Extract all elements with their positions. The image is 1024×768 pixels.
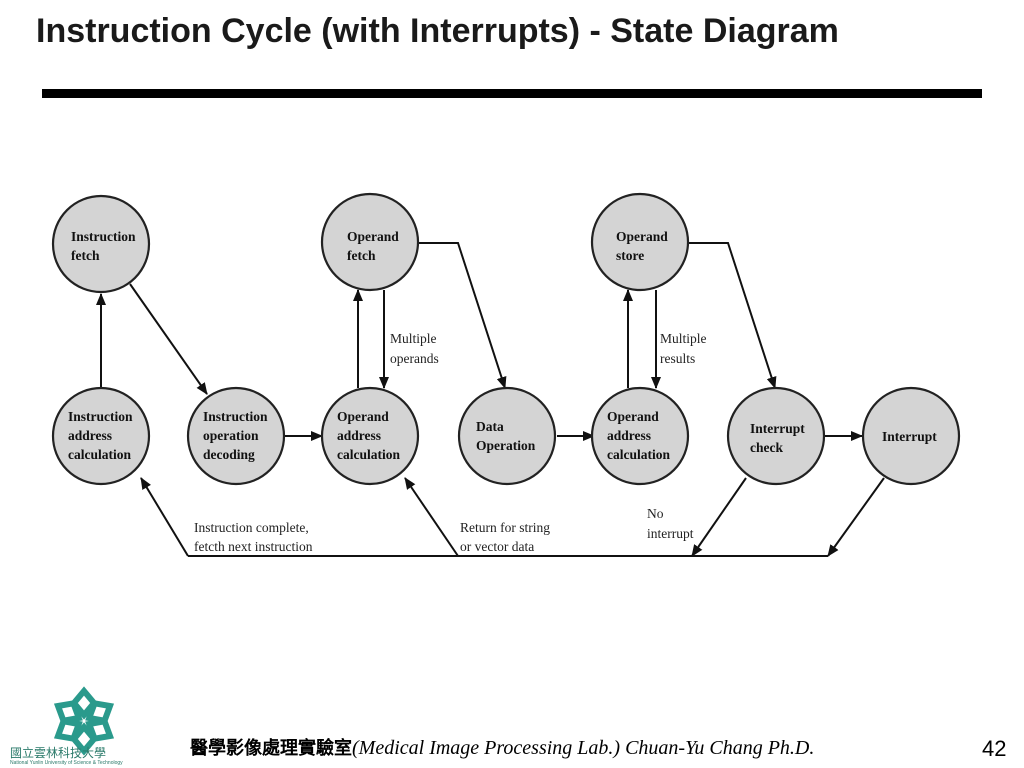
footer-lab-en: (Medical Image Processing Lab.) Chuan-Yu…: [352, 737, 815, 759]
edge-bus-to-iac: [140, 477, 189, 557]
edge-icheck-no-interrupt: [691, 477, 747, 557]
university-name: 國立雲林科技大學: [10, 746, 107, 760]
title-underline: [42, 89, 982, 98]
label-instruction-complete: Instruction complete,fetcth next instruc…: [194, 520, 313, 554]
state-interrupt: Interrupt: [861, 386, 961, 486]
slide-title: Instruction Cycle (with Interrupts) - St…: [36, 12, 839, 50]
svg-text:Interrupt: Interrupt: [882, 429, 937, 444]
university-name-en: National Yunlin University of Science & …: [10, 760, 123, 766]
university-logo-icon: [53, 686, 115, 756]
edge-ofetch-to-dop: [418, 242, 507, 389]
page-number: 42: [982, 736, 1007, 761]
footer-credit: 醫學影像處理實驗室(Medical Image Processing Lab.)…: [190, 734, 814, 760]
edge-bus-to-oac1: [404, 477, 459, 557]
footer-lab-cn: 醫學影像處理實驗室: [190, 738, 352, 759]
edge-ostore-to-icheck: [688, 242, 777, 389]
edge-ifetch-to-iod: [129, 283, 208, 395]
edge-interrupt-return: [827, 477, 885, 557]
